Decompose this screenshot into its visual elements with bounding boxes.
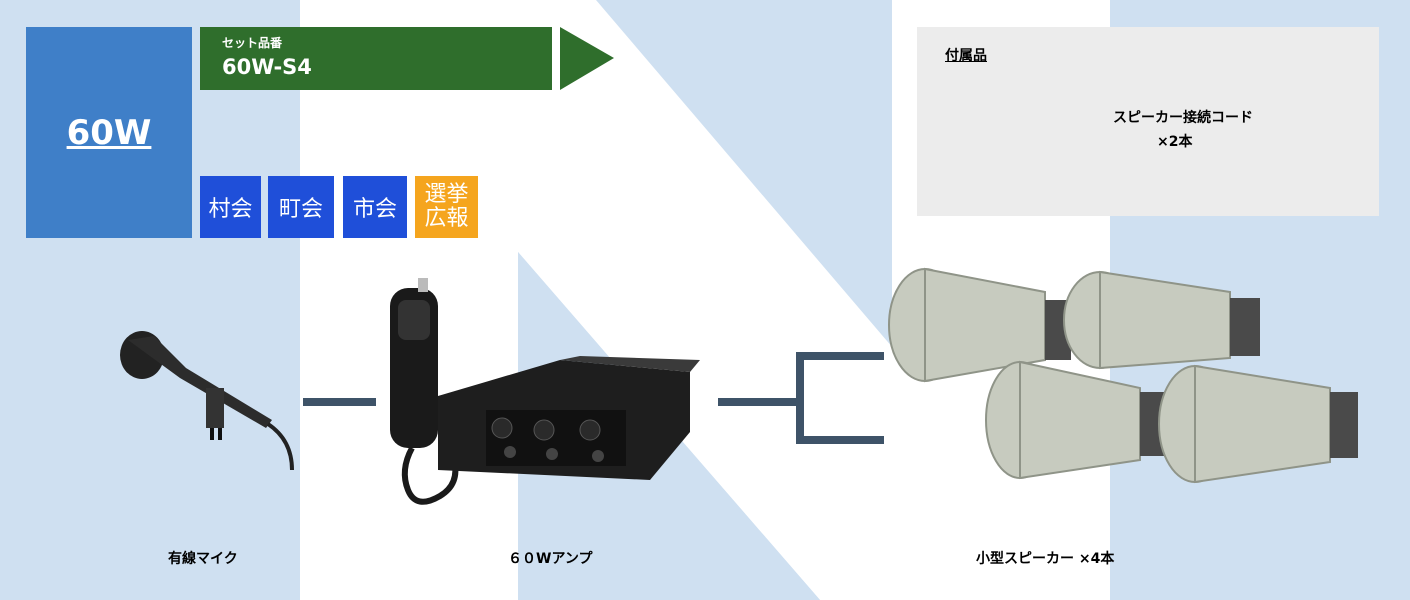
power-box: 60W: [26, 27, 192, 238]
accessory-item-name: スピーカー接続コード: [1113, 110, 1253, 126]
tag-town: 町会: [268, 176, 334, 238]
arrow-icon: [560, 27, 614, 90]
set-number-caption: セット品番: [222, 36, 283, 50]
mic-connector-line: [303, 398, 376, 406]
splitter-bottom: [796, 436, 884, 444]
amp-connector-line: [718, 398, 800, 406]
microphone-icon: [120, 331, 294, 471]
tag-village: 村会: [200, 176, 261, 238]
tag-city: 市会: [343, 176, 407, 238]
accessories-title: 付属品: [945, 48, 987, 64]
tag-election-line1: 選挙: [424, 182, 469, 207]
handheld-mic-icon: [390, 278, 459, 505]
tag-election-line2: 広報: [424, 206, 469, 231]
speaker-caption: 小型スピーカー ×4本: [976, 551, 1115, 567]
set-number-code: 60W-S4: [222, 55, 312, 79]
tag-election: 選挙 広報: [415, 176, 478, 238]
accessories-box: 付属品 スピーカー接続コード ×2本: [917, 27, 1379, 216]
splitter-top: [796, 352, 884, 360]
set-number-banner: セット品番 60W-S4: [200, 27, 552, 90]
amplifier-icon: [438, 356, 700, 480]
amp-caption: ６０Wアンプ: [508, 551, 593, 567]
accessory-item-count: ×2本: [1157, 134, 1193, 150]
speaker-icon: [888, 267, 1358, 484]
power-label: 60W: [66, 112, 152, 153]
splitter-vertical: [796, 352, 804, 444]
mic-caption: 有線マイク: [168, 551, 238, 567]
